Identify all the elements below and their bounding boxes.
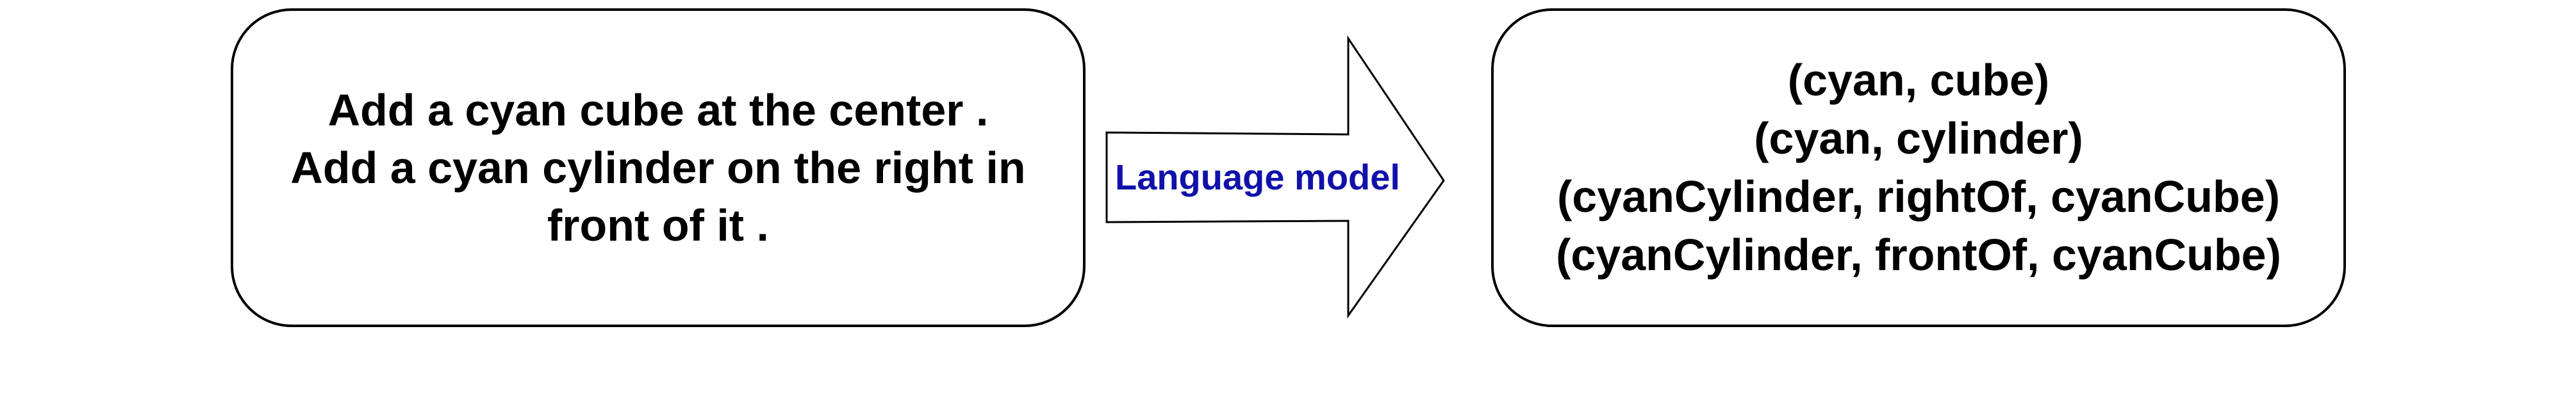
input-line: Add a cyan cylinder on the right in (290, 143, 1026, 193)
input-line: Add a cyan cube at the center . (327, 85, 989, 135)
arrow-shape (1105, 35, 1445, 319)
input-text-box: Add a cyan cube at the center . Add a cy… (231, 8, 1086, 327)
output-line: (cyanCylinder, frontOf, cyanCube) (1556, 230, 2281, 280)
output-triples-box: (cyan, cube) (cyan, cylinder) (cyanCylin… (1491, 8, 2346, 327)
arrow-label: Language model (1115, 157, 1400, 197)
output-line: (cyan, cube) (1787, 55, 2050, 105)
output-line: (cyan, cylinder) (1754, 113, 2083, 163)
input-line: front of it . (547, 200, 769, 250)
output-line: (cyanCylinder, rightOf, cyanCube) (1557, 172, 2280, 221)
